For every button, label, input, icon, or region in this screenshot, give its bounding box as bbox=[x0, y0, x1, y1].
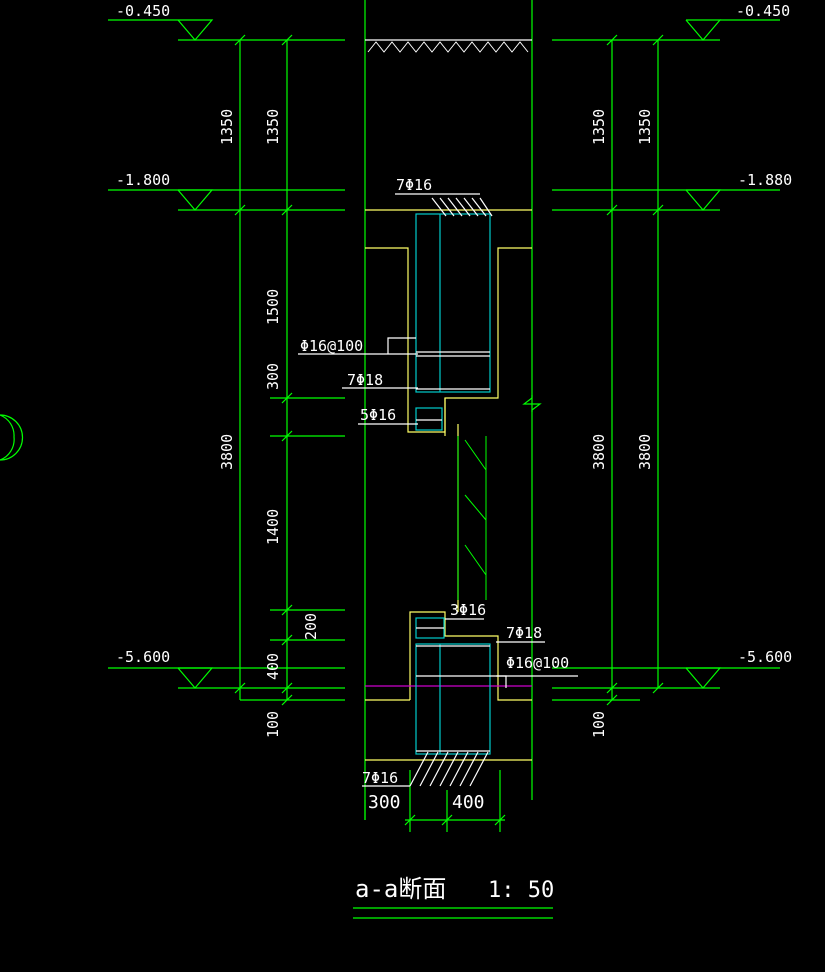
rebar-stirrup-lower: Φ16@100 bbox=[506, 654, 569, 672]
dim-bottom-400: 400 bbox=[452, 792, 485, 813]
level-left-top: -0.450 bbox=[116, 2, 170, 20]
dimension-lines bbox=[0, 0, 780, 919]
rebar-top-beam-top: 7Φ16 bbox=[396, 176, 432, 194]
dim-bottom-300: 300 bbox=[368, 792, 401, 813]
level-right-bot: -5.600 bbox=[738, 648, 792, 666]
dim-left-300: 300 bbox=[264, 363, 282, 390]
ground-hatch bbox=[365, 39, 532, 53]
concrete-outline bbox=[365, 209, 532, 761]
dim-left-200: 200 bbox=[302, 613, 320, 640]
dim-left-1400: 1400 bbox=[264, 509, 282, 545]
dim-left-400: 400 bbox=[264, 653, 282, 680]
break-line bbox=[522, 395, 542, 412]
rebar-top-beam-bottom: 7Φ18 bbox=[347, 371, 383, 389]
dim-left-inner-1350: 1350 bbox=[264, 109, 282, 145]
dim-right-3800-b: 3800 bbox=[636, 434, 654, 470]
scale-label: 1: 50 bbox=[488, 878, 554, 903]
dim-right-1350-b: 1350 bbox=[636, 109, 654, 145]
wall-hatch bbox=[457, 436, 487, 600]
level-right-mid: -1.880 bbox=[738, 171, 792, 189]
rebar-small-lower: 3Φ16 bbox=[450, 601, 486, 619]
dim-right-3800-a: 3800 bbox=[590, 434, 608, 470]
dim-left-100: 100 bbox=[264, 711, 282, 738]
level-right-top: -0.450 bbox=[736, 2, 790, 20]
dim-left-1500: 1500 bbox=[264, 289, 282, 325]
rebar-bot-beam-top: 7Φ18 bbox=[506, 624, 542, 642]
level-left-mid: -1.800 bbox=[116, 171, 170, 189]
rebar-stirrup-upper: Φ16@100 bbox=[300, 337, 363, 355]
rebar-bot-beam-bottom: 7Φ16 bbox=[362, 769, 398, 787]
rebar-small-upper: 5Φ16 bbox=[360, 406, 396, 424]
rebar-marks bbox=[298, 193, 578, 787]
dim-left-3800: 3800 bbox=[218, 434, 236, 470]
dim-left-outer-1350: 1350 bbox=[218, 109, 236, 145]
beam-outlines bbox=[415, 213, 491, 755]
dim-right-100: 100 bbox=[590, 711, 608, 738]
section-title: a-a断面 bbox=[355, 875, 446, 903]
level-left-bot: -5.600 bbox=[116, 648, 170, 666]
dim-right-1350-a: 1350 bbox=[590, 109, 608, 145]
